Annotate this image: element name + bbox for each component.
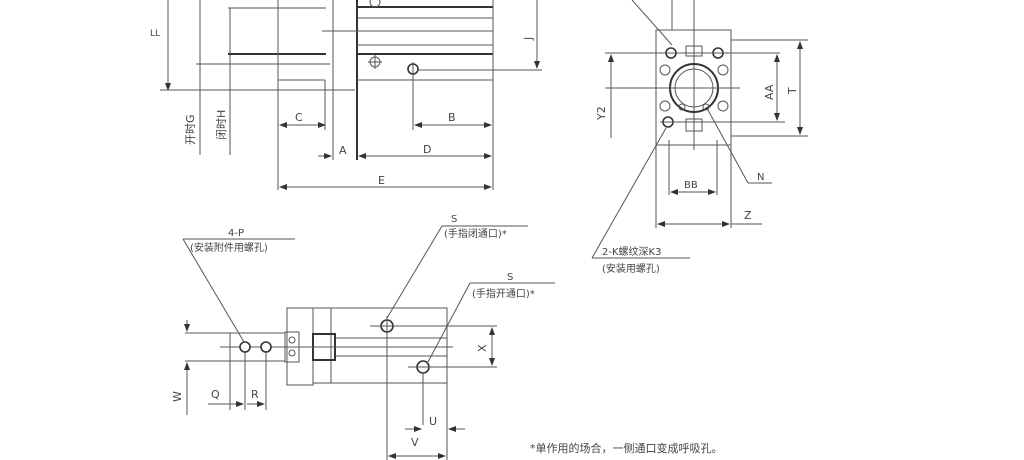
- dim-closed-h: 闭时H: [215, 110, 228, 140]
- dim-e: E: [378, 174, 385, 187]
- label-s-open-note: (手指开通口)*: [472, 287, 535, 300]
- dim-bb: BB: [684, 180, 698, 191]
- footnote: *单作用的场合，一侧通口变成呼吸孔。: [530, 441, 723, 455]
- dim-j: J: [522, 37, 535, 41]
- dim-ll: LL: [150, 29, 160, 39]
- dim-open-g: 开时G: [184, 114, 197, 145]
- label-4-p-note: (安装附件用螺孔): [190, 241, 268, 254]
- dim-d: D: [423, 143, 431, 156]
- dim-aa: AA: [763, 84, 776, 100]
- dim-t: T: [786, 87, 799, 95]
- dim-w: W: [171, 391, 184, 402]
- label-s-open: S: [507, 272, 513, 283]
- dim-x: X: [476, 344, 489, 352]
- dim-c: C: [295, 111, 303, 124]
- dim-a: A: [339, 144, 347, 157]
- dim-b: B: [448, 111, 456, 124]
- label-s-close: S: [451, 214, 457, 225]
- side-view: 4-P (安装附件用螺孔) S (手指闭通口)* S (手指开通口)* X W …: [171, 214, 555, 460]
- dim-v: V: [411, 436, 419, 449]
- dim-u: U: [429, 415, 437, 428]
- dim-r: R: [251, 388, 259, 401]
- label-4-p: 4-P: [228, 228, 244, 239]
- label-s-close-note: (手指闭通口)*: [444, 227, 507, 240]
- dim-y2: Y2: [595, 106, 608, 121]
- end-view: Y2 AA T N BB Z 2-K螺纹深K3 (安装用螺孔): [591, 0, 808, 275]
- dim-q: Q: [211, 388, 220, 401]
- label-k: 2-K螺纹深K3: [602, 245, 661, 258]
- label-n: N: [757, 172, 764, 183]
- top-view: LL 开时G 闭时H C A D B E J: [150, 0, 542, 190]
- dim-z: Z: [744, 209, 752, 222]
- label-k-note: (安装用螺孔): [602, 262, 660, 275]
